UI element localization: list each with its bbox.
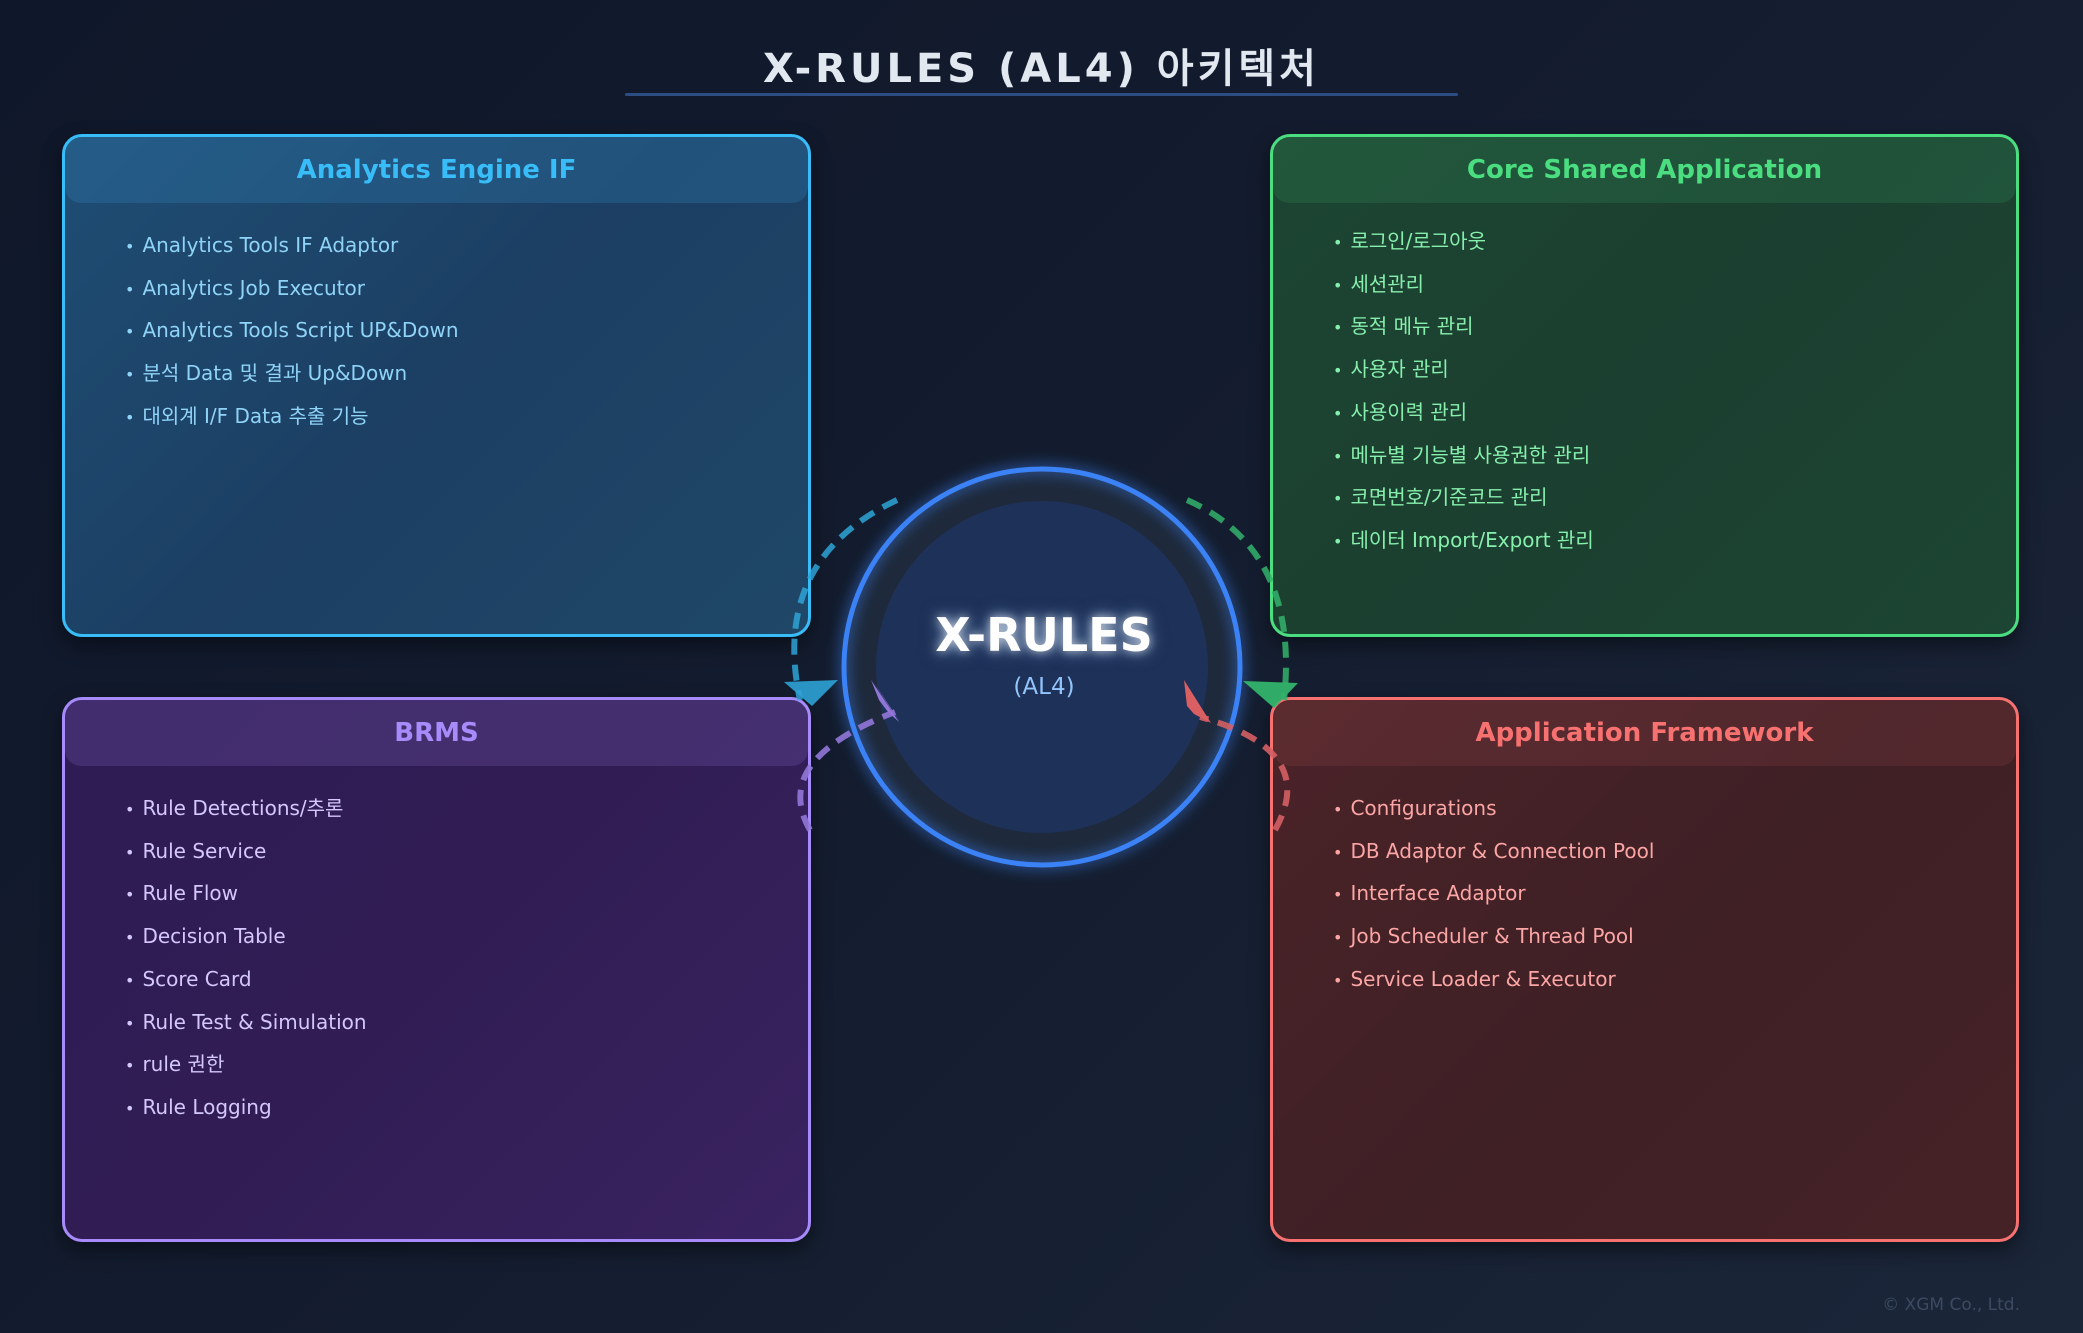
module-item-list: Rule Detections/추론Rule ServiceRule FlowD…	[65, 766, 808, 1130]
module-item: Service Loader & Executor	[1333, 959, 2016, 1002]
module-title: BRMS	[65, 700, 808, 766]
module-item: Job Scheduler & Thread Pool	[1333, 916, 2016, 959]
copyright-notice: © XGM Co., Ltd.	[1882, 1295, 2020, 1315]
analytics-arrowhead-icon	[784, 680, 838, 706]
hub-ring	[841, 466, 1243, 868]
module-item: 로그인/로그아웃	[1333, 221, 2016, 264]
module-item: Analytics Tools IF Adaptor	[125, 225, 808, 268]
module-item: 메뉴별 기능별 사용권한 관리	[1333, 435, 2016, 478]
module-item: 코면번호/기준코드 관리	[1333, 477, 2016, 520]
analytics-engine-module: Analytics Engine IF Analytics Tools IF A…	[62, 134, 811, 637]
analytics-connector-arrow	[791, 497, 899, 701]
module-item: DB Adaptor & Connection Pool	[1333, 831, 2016, 874]
module-item: Analytics Job Executor	[125, 268, 808, 311]
page-title: X-RULES (AL4) 아키텍처	[763, 46, 1320, 92]
module-item-list: 로그인/로그아웃세션관리동적 메뉴 관리사용자 관리사용이력 관리메뉴별 기능별…	[1273, 203, 2016, 563]
module-item: Rule Detections/추론	[125, 788, 808, 831]
module-item: Rule Test & Simulation	[125, 1002, 808, 1045]
module-item: 데이터 Import/Export 관리	[1333, 520, 2016, 563]
core-shared-module: Core Shared Application 로그인/로그아웃세션관리동적 메…	[1270, 134, 2019, 637]
hub-subtitle: (AL4)	[1013, 674, 1075, 700]
module-item: 세션관리	[1333, 264, 2016, 307]
module-item: rule 권한	[125, 1044, 808, 1087]
hub-title: X-RULES	[935, 608, 1153, 662]
brms-connector-arrow	[797, 709, 897, 832]
central-hub	[841, 466, 1243, 868]
module-title: Analytics Engine IF	[65, 137, 808, 203]
core-shared-connector-arrow	[1185, 497, 1289, 701]
app-framework-module: Application Framework ConfigurationsDB A…	[1270, 697, 2019, 1242]
module-item: Rule Flow	[125, 873, 808, 916]
module-item-list: Analytics Tools IF AdaptorAnalytics Job …	[65, 203, 808, 439]
brms-arrowhead-icon	[871, 680, 899, 722]
module-item: Decision Table	[125, 916, 808, 959]
module-item-list: ConfigurationsDB Adaptor & Connection Po…	[1273, 766, 2016, 1002]
module-item: Rule Service	[125, 831, 808, 874]
core-shared-arrowhead-icon	[1243, 681, 1298, 708]
module-item: 대외계 I/F Data 추출 기능	[125, 396, 808, 439]
app-framework-arrowhead-icon	[1184, 680, 1211, 723]
hub-inner-disc	[876, 501, 1208, 833]
module-item: 분석 Data 및 결과 Up&Down	[125, 353, 808, 396]
module-item: Configurations	[1333, 788, 2016, 831]
brms-arrowhead-tip-icon	[873, 681, 900, 722]
module-item: Interface Adaptor	[1333, 873, 2016, 916]
module-item: 사용자 관리	[1333, 349, 2016, 392]
module-item: 동적 메뉴 관리	[1333, 306, 2016, 349]
title-underline	[625, 93, 1458, 96]
module-title: Application Framework	[1273, 700, 2016, 766]
app-framework-connector-arrow	[1199, 714, 1291, 832]
module-item: Rule Logging	[125, 1087, 808, 1130]
module-item: Score Card	[125, 959, 808, 1002]
module-item: 사용이력 관리	[1333, 392, 2016, 435]
brms-module: BRMS Rule Detections/추론Rule ServiceRule …	[62, 697, 811, 1242]
module-title: Core Shared Application	[1273, 137, 2016, 203]
module-item: Analytics Tools Script UP&Down	[125, 310, 808, 353]
